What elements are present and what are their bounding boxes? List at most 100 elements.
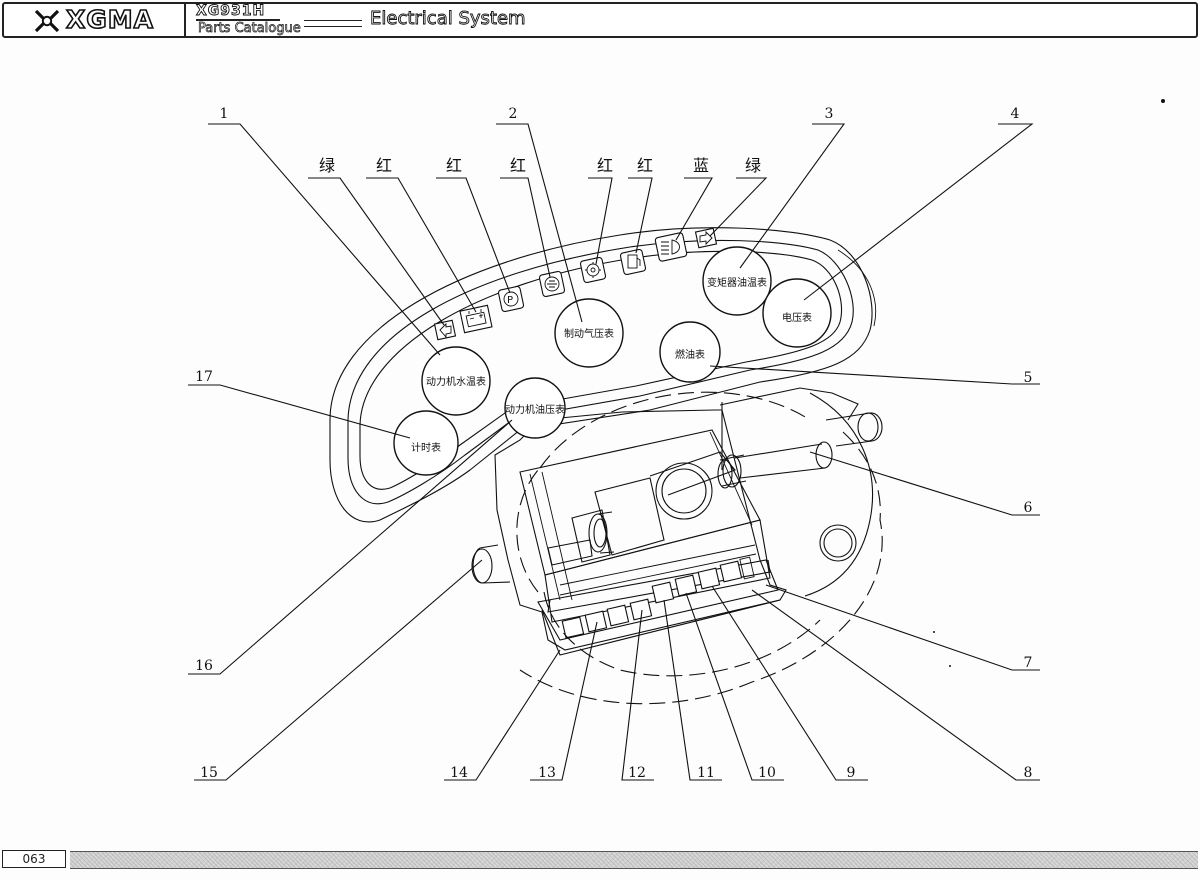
callout-5: 5 xyxy=(709,365,1040,386)
callout-14: 14 xyxy=(444,649,561,781)
hour-meter-gauge: 计时表 xyxy=(393,410,459,476)
callout-number: 9 xyxy=(847,765,856,781)
callout-4: 4 xyxy=(803,106,1034,301)
page-number-box: 063 xyxy=(2,850,66,868)
scan-speck xyxy=(949,665,951,667)
callout-3: 3 xyxy=(739,106,846,269)
callout-9: 9 xyxy=(711,585,868,781)
callout-2: 2 xyxy=(496,106,583,323)
battery-icon xyxy=(459,304,493,334)
lamp-color-labels: 绿 红 红 红 红 红 蓝 xyxy=(308,156,768,326)
brake-air-pressure-gauge: 制动气压表 xyxy=(554,298,624,368)
left-turn-icon xyxy=(433,319,457,341)
callout-number: 13 xyxy=(538,765,556,781)
part-callouts: 1 2 3 4 5 6 7 xyxy=(188,106,1040,781)
callout-7: 7 xyxy=(765,584,1040,671)
xgma-logo-icon xyxy=(34,9,60,33)
engine-water-temp-label: 动力机水温表 xyxy=(426,375,486,388)
callout-6: 6 xyxy=(809,451,1040,516)
lamp-color-label: 红 xyxy=(446,156,462,175)
lamp-color-callout: 绿 xyxy=(709,156,768,237)
engine-oil-pressure-gauge: 动力机油压表 xyxy=(504,377,566,439)
callout-15: 15 xyxy=(194,559,483,781)
lamp-color-callout: 红 xyxy=(436,156,511,294)
model-underline xyxy=(196,19,280,21)
callout-number: 14 xyxy=(450,765,468,781)
gauges: 动力机水温表 制动气压表 变矩器油温表 电压表 燃油表 动力机油压表 xyxy=(393,246,832,476)
lamp-color-label: 红 xyxy=(637,156,653,175)
engine-water-temp-gauge: 动力机水温表 xyxy=(421,346,491,416)
engine-oil-pressure-label: 动力机油压表 xyxy=(505,403,565,416)
toggle-switch[interactable] xyxy=(606,604,630,627)
callout-8: 8 xyxy=(751,589,1040,781)
fuel-gauge: 燃油表 xyxy=(659,321,721,383)
callout-number: 8 xyxy=(1024,765,1033,781)
lamp-color-callout: 红 xyxy=(588,156,613,265)
converter-oil-temp-label: 变矩器油温表 xyxy=(707,276,767,289)
toggle-switch[interactable] xyxy=(629,598,653,621)
callout-number: 11 xyxy=(697,765,715,781)
toggle-switch[interactable] xyxy=(697,567,721,590)
right-turn-icon xyxy=(694,227,718,249)
lamp-color-label: 红 xyxy=(597,156,613,175)
header-divider xyxy=(184,4,186,36)
voltmeter-gauge: 电压表 xyxy=(762,278,832,348)
page-number: 063 xyxy=(22,852,46,866)
lamp-color-label: 绿 xyxy=(319,156,335,175)
switch-row xyxy=(561,556,755,639)
callout-number: 15 xyxy=(200,765,218,781)
switch-row-edge xyxy=(739,556,755,580)
brake-air-pressure-label: 制动气压表 xyxy=(564,327,614,340)
hour-meter-label: 计时表 xyxy=(411,441,441,454)
callout-number: 12 xyxy=(628,765,646,781)
callout-16: 16 xyxy=(188,419,513,675)
section-title: Electrical System xyxy=(370,8,526,30)
lamp-color-label: 红 xyxy=(376,156,392,175)
title-rule xyxy=(304,20,362,27)
footer-bar xyxy=(70,851,1198,869)
svg-text:P: P xyxy=(507,295,513,306)
toggle-switch[interactable] xyxy=(674,574,698,597)
switch-housing xyxy=(494,409,787,656)
converter-oil-temp-gauge: 变矩器油温表 xyxy=(702,246,772,316)
callout-number: 1 xyxy=(220,106,229,122)
parking-brake-icon: P xyxy=(497,285,525,313)
scan-speck xyxy=(933,631,935,633)
callout-number: 6 xyxy=(1024,500,1033,516)
callout-11: 11 xyxy=(663,599,722,781)
fuel-icon xyxy=(619,248,647,276)
brake-warning-icon xyxy=(538,270,566,298)
lamp-color-callout: 蓝 xyxy=(675,156,713,241)
toggle-switch[interactable] xyxy=(651,581,675,604)
callout-number: 7 xyxy=(1024,655,1033,671)
callout-12: 12 xyxy=(621,609,654,781)
lamp-color-label: 红 xyxy=(510,156,526,175)
voltmeter-label: 电压表 xyxy=(782,311,812,324)
toggle-switch[interactable] xyxy=(719,560,743,583)
brand-name: XGMA xyxy=(65,4,155,35)
lamp-color-callout: 红 xyxy=(628,156,653,254)
toggle-switch[interactable] xyxy=(561,616,585,639)
lamp-color-callout: 红 xyxy=(500,156,551,278)
lamp-color-label: 绿 xyxy=(745,156,761,175)
lamp-color-callout: 绿 xyxy=(308,156,445,326)
callout-10: 10 xyxy=(685,592,784,781)
callout-number: 3 xyxy=(825,106,834,122)
callout-number: 5 xyxy=(1024,370,1033,386)
lamp-color-label: 蓝 xyxy=(693,156,709,175)
callout-number: 16 xyxy=(195,658,213,674)
callout-number: 10 xyxy=(758,765,776,781)
oil-pressure-icon xyxy=(579,256,607,284)
brand-logo: XGMA xyxy=(8,4,180,35)
callout-number: 2 xyxy=(509,106,518,122)
lamp-color-callout: 红 xyxy=(366,156,477,313)
toggle-switch[interactable] xyxy=(584,610,608,633)
callout-13: 13 xyxy=(530,621,598,781)
scan-speck xyxy=(1161,99,1165,103)
instrument-panel-diagram: P xyxy=(188,99,1165,781)
callout-number: 4 xyxy=(1011,106,1020,122)
callout-17: 17 xyxy=(188,369,411,439)
warning-lamps: P xyxy=(433,227,718,341)
high-beam-icon xyxy=(654,232,688,262)
